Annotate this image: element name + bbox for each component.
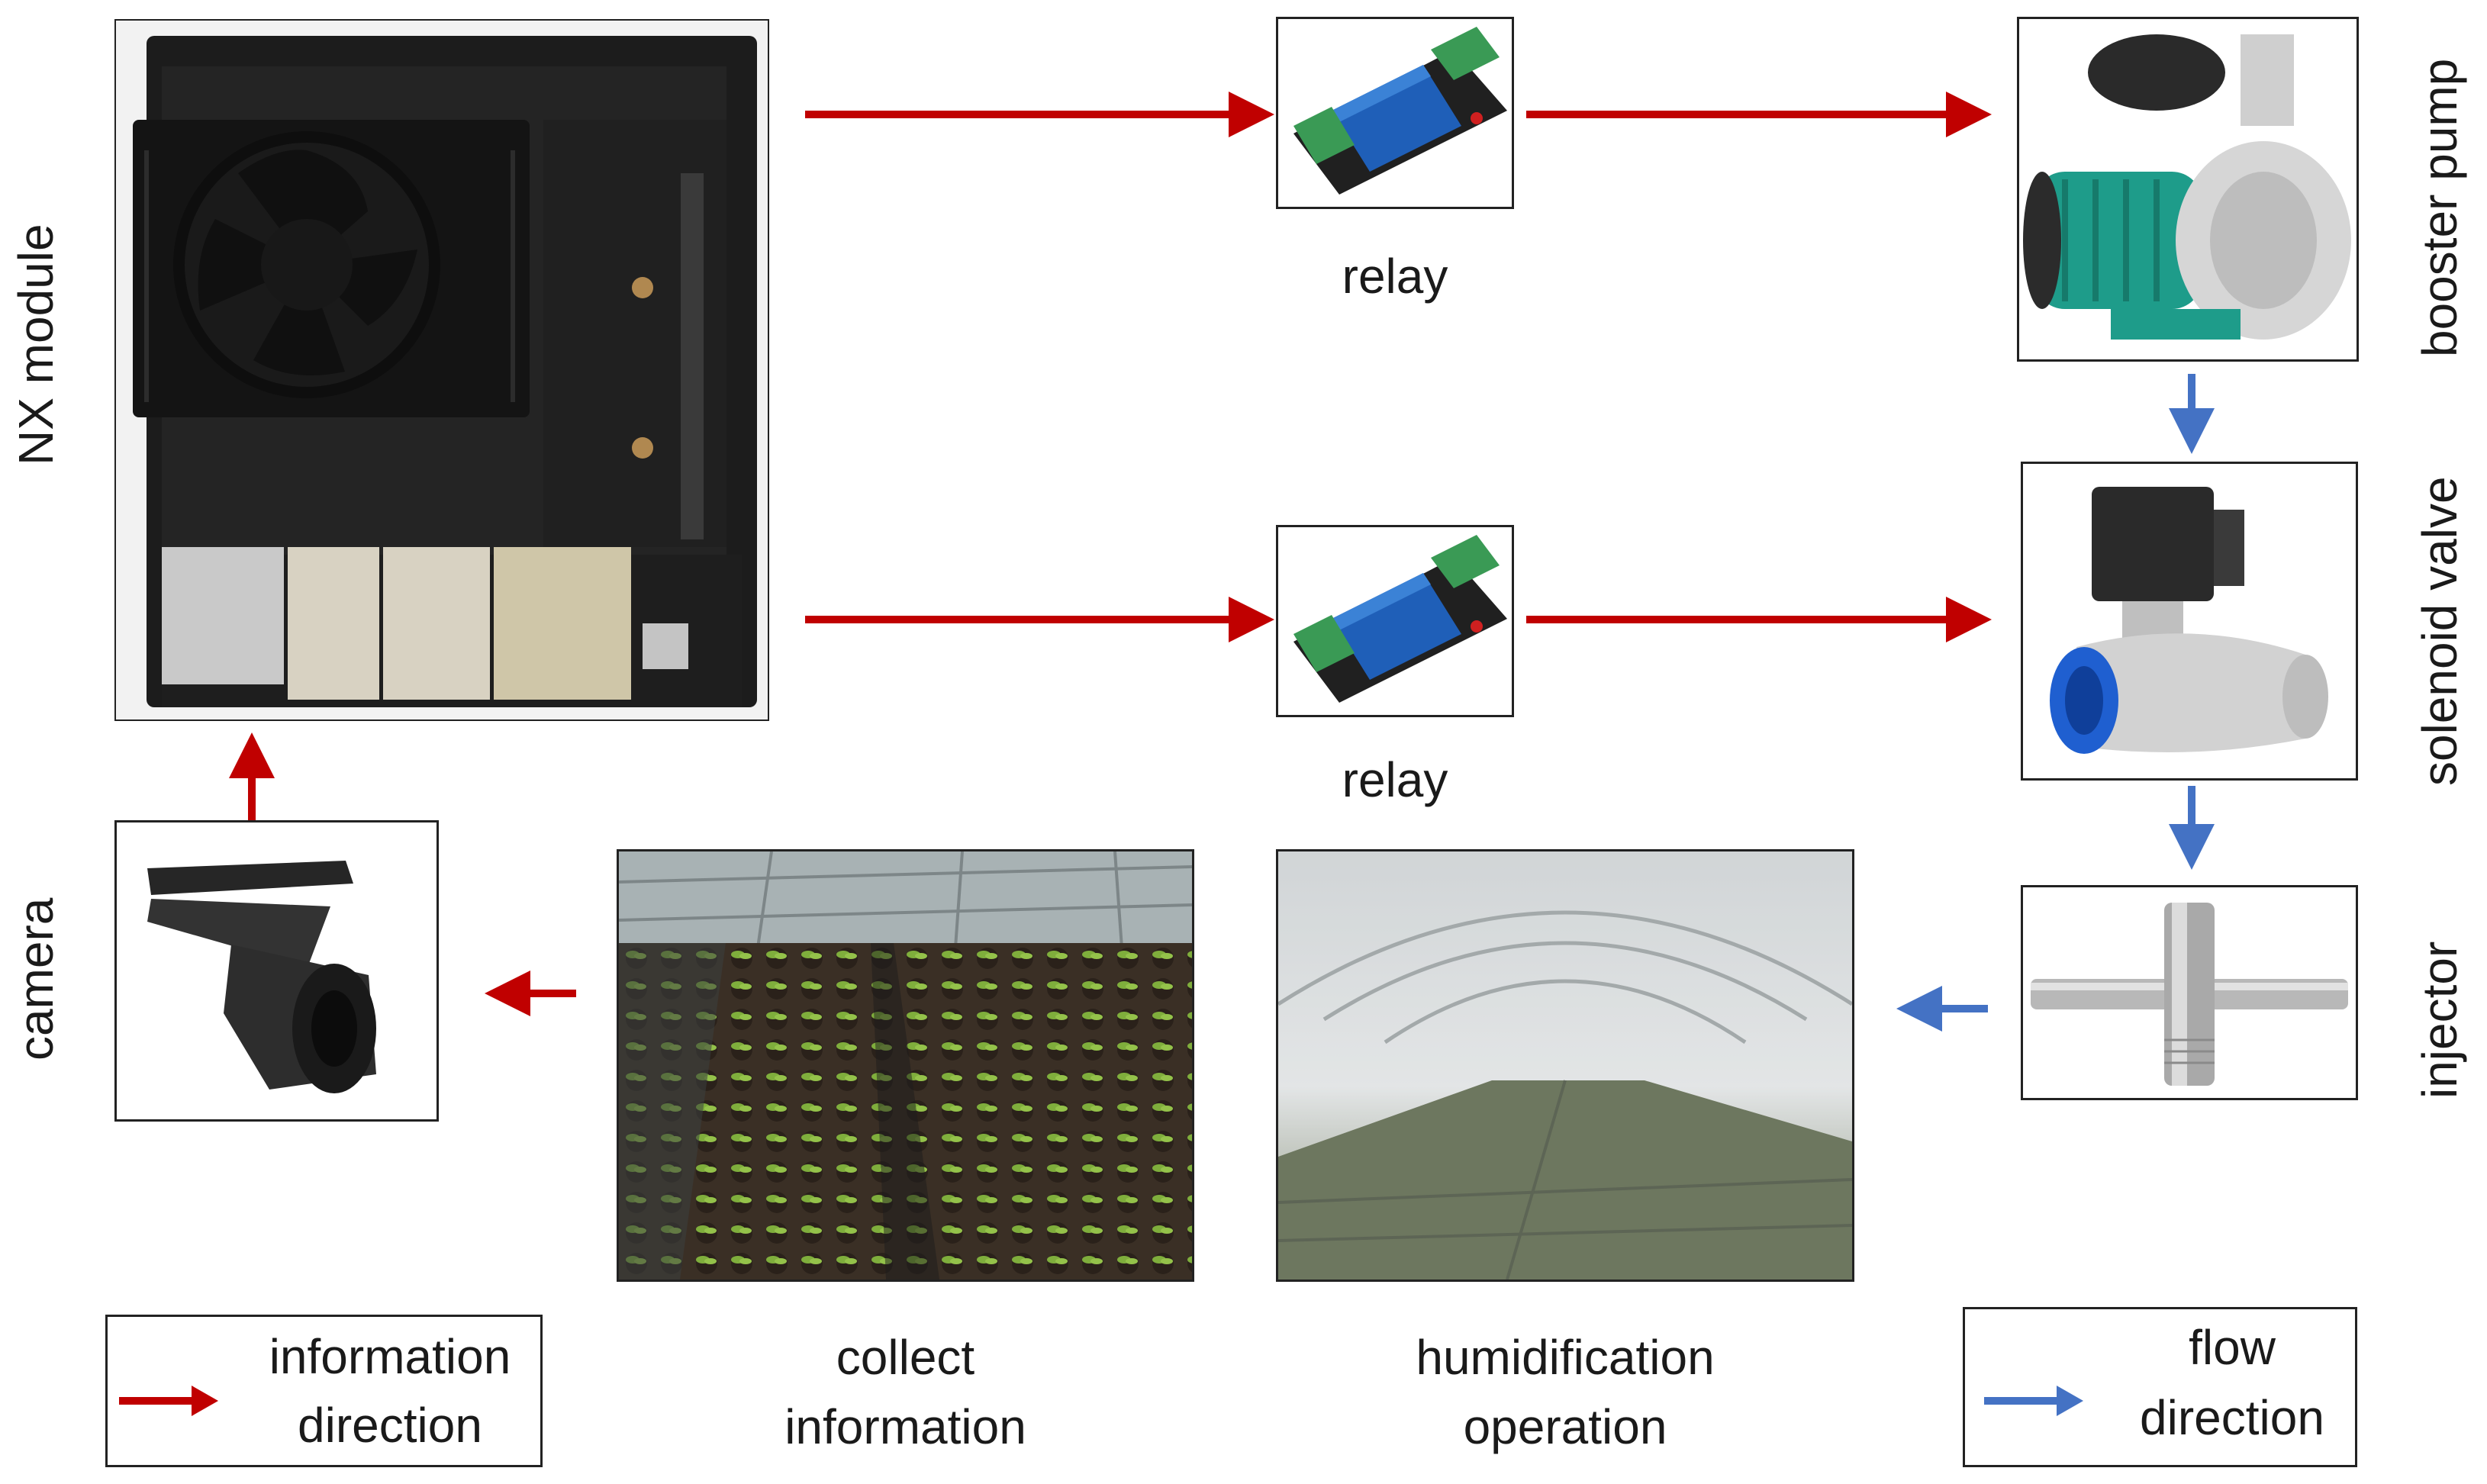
- solenoid-valve-label: solenoid valve: [2412, 476, 2467, 786]
- relay-bottom-image: [1276, 525, 1514, 717]
- legend-red-arrow-icon: [119, 1386, 218, 1416]
- legend-information-label-1: information: [269, 1329, 511, 1384]
- relay-bottom-label: relay: [1342, 752, 1448, 807]
- injector-icon: [2023, 887, 2356, 1098]
- solenoid-valve-image: [2021, 462, 2358, 781]
- booster-pump-label: booster pump: [2412, 58, 2467, 357]
- humidification-operation-label-2: operation: [1463, 1399, 1667, 1454]
- booster-pump-image: [2017, 17, 2359, 362]
- camera-label: camera: [8, 897, 63, 1061]
- legend-flow-label-2: direction: [2140, 1390, 2324, 1445]
- nx-module-image: [114, 19, 769, 721]
- relay-top-label: relay: [1342, 249, 1448, 304]
- humidification-operation-photo: [1276, 849, 1854, 1282]
- camera-image: [114, 820, 439, 1122]
- humidification-operation-label-1: humidification: [1416, 1330, 1715, 1385]
- legend-blue-arrow-icon: [1984, 1386, 2083, 1416]
- nx-module-label: NX module: [8, 224, 63, 465]
- relay-icon: [1278, 19, 1512, 207]
- pump-icon: [2019, 19, 2357, 359]
- nx-board-icon: [133, 36, 757, 707]
- misting-greenhouse-photo: [1278, 851, 1852, 1280]
- camera-icon: [117, 822, 437, 1119]
- injector-label: injector: [2412, 941, 2467, 1099]
- injector-image: [2021, 885, 2358, 1100]
- valve-icon: [2023, 464, 2356, 778]
- legend-information-label-2: direction: [298, 1398, 482, 1453]
- seedling-greenhouse-photo: [619, 851, 1192, 1280]
- collect-information-photo: [617, 849, 1194, 1282]
- legend-information-direction: information direction: [105, 1315, 543, 1467]
- relay-icon: [1278, 527, 1512, 715]
- relay-top-image: [1276, 17, 1514, 209]
- legend-flow-direction: flow direction: [1963, 1307, 2357, 1467]
- legend-flow-label-1: flow: [2189, 1320, 2276, 1375]
- collect-information-label-2: information: [784, 1399, 1026, 1454]
- collect-information-label-1: collect: [836, 1330, 975, 1385]
